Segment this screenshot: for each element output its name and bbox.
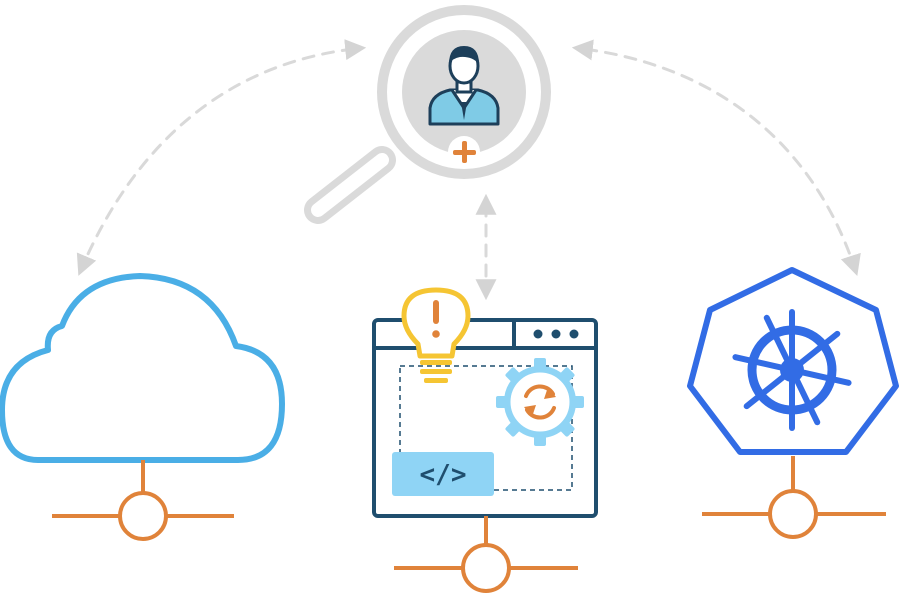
code-window-icon: </>: [372, 287, 598, 518]
code-badge: </>: [392, 452, 494, 496]
app-connector: [394, 516, 578, 593]
kubernetes-connector: [702, 456, 886, 539]
cloud-connector: [52, 460, 234, 541]
arrow-cloud-to-user: [76, 39, 367, 276]
user-icon: [428, 46, 500, 126]
code-label: </>: [420, 460, 467, 490]
cloud-icon: [0, 273, 285, 463]
arrow-kubernetes-to-user: [571, 39, 861, 276]
plus-icon: [448, 136, 480, 168]
lightbulb-icon: [401, 287, 471, 383]
kubernetes-helm-icon: [687, 267, 899, 455]
connections: [76, 39, 861, 301]
gear-refresh-icon: [496, 358, 584, 446]
magnifier-user-add-icon: [304, 5, 551, 224]
